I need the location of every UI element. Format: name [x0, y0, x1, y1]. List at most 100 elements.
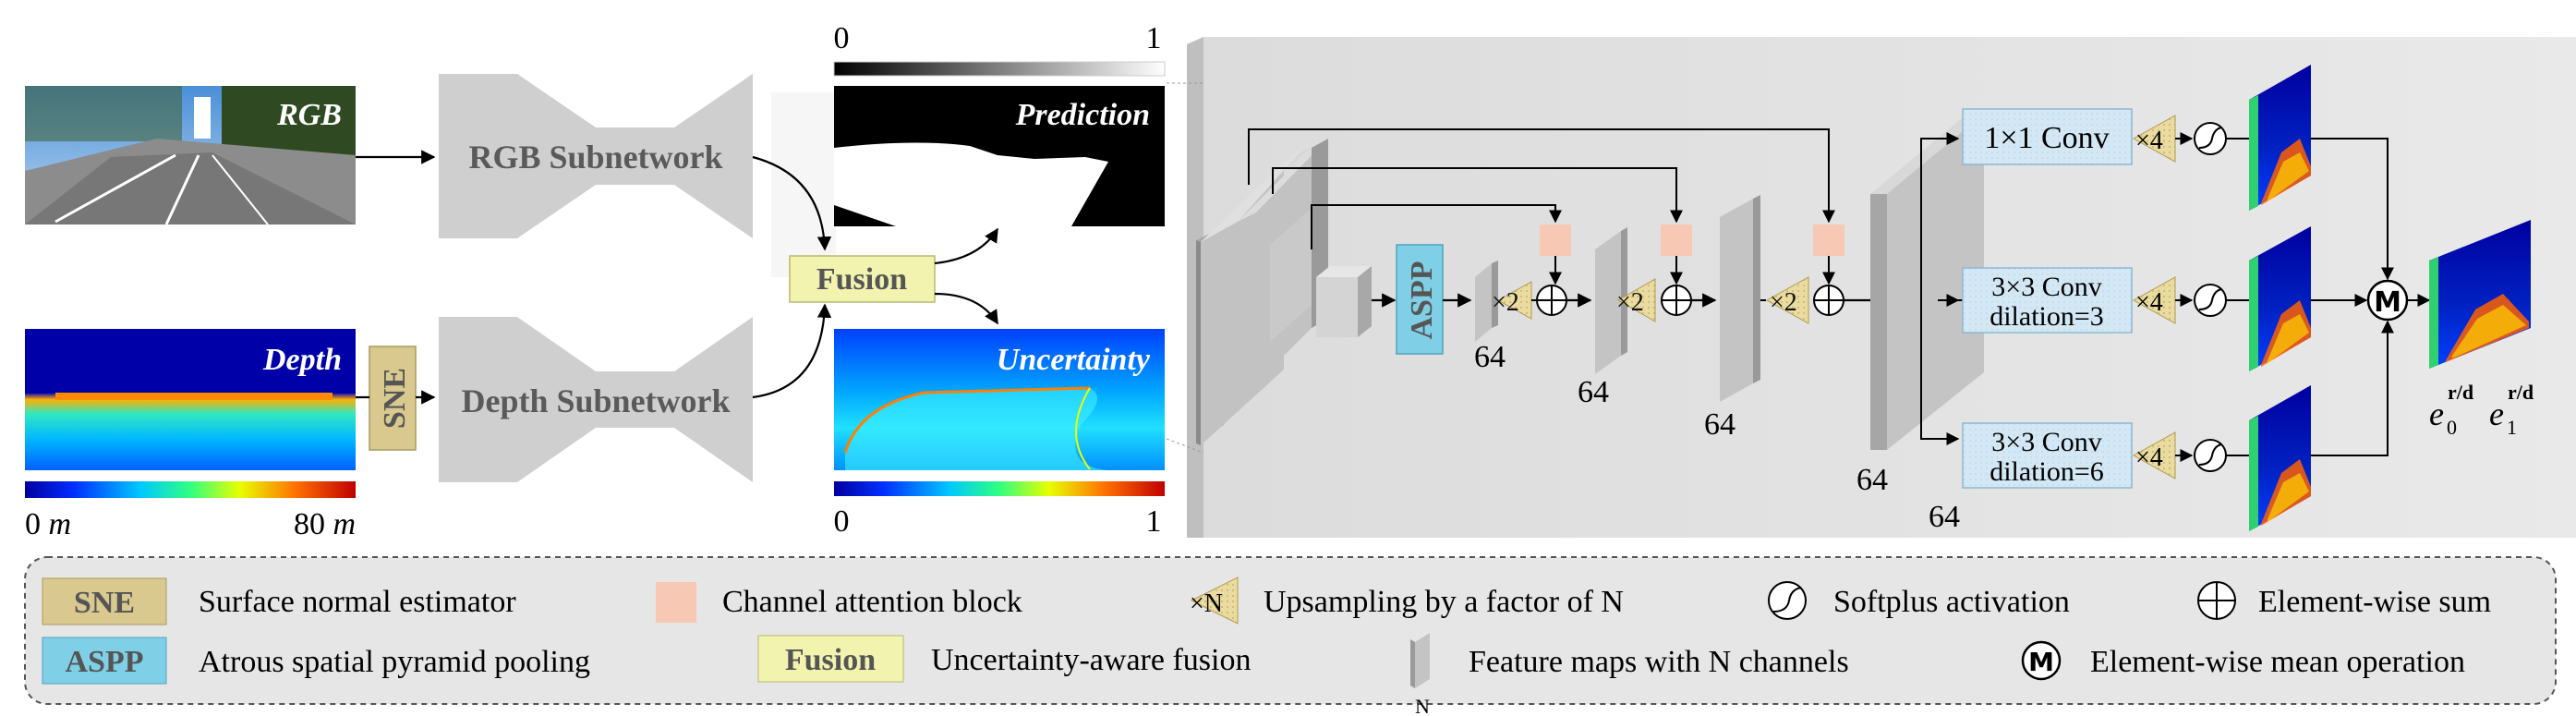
- svg-text:0: 0: [2447, 416, 2457, 439]
- legend-feature-map: N Feature maps with N channels: [1410, 633, 1849, 716]
- depth-scale-min: 0 m: [25, 507, 71, 541]
- uncertainty-scale-min: 0: [834, 504, 850, 539]
- channel-count: 64: [1856, 463, 1888, 497]
- encoder-feature-stack: [1270, 208, 1312, 342]
- svg-text:M: M: [2028, 647, 2054, 677]
- merge-lines: [2311, 138, 2394, 456]
- svg-text:Element-wise sum: Element-wise sum: [2258, 585, 2491, 619]
- prediction-image: Prediction: [834, 86, 1165, 226]
- head-row: ×4: [2132, 115, 2269, 163]
- skip-connections: [1248, 128, 1835, 249]
- uncertainty-scale-max: 1: [1146, 504, 1162, 539]
- head-row: ×4: [2132, 276, 2269, 324]
- svg-text:×4: ×4: [2135, 127, 2163, 155]
- legend: SNE Surface normal estimator Channel att…: [24, 556, 2557, 716]
- svg-text:×2: ×2: [1616, 288, 1644, 317]
- prediction-colorbar: [833, 61, 1166, 77]
- svg-text:M: M: [2374, 286, 2401, 319]
- rgb-input-image: RGB: [25, 86, 356, 225]
- fusion-block: Fusion: [789, 255, 936, 303]
- legend-upsample: ×N Upsampling by a factor of N: [1190, 576, 1624, 625]
- svg-text:r/d: r/d: [2448, 381, 2473, 404]
- svg-text:ASPP: ASPP: [1405, 261, 1439, 340]
- upsample-block: ×2: [1765, 276, 1809, 324]
- svg-text:Fusion: Fusion: [785, 643, 876, 677]
- legend-fusion: Fusion Uncertainty-aware fusion: [757, 635, 1251, 683]
- softplus-activation: [2194, 284, 2227, 317]
- svg-text:dilation=6: dilation=6: [1989, 456, 2104, 487]
- feature-map: [1475, 261, 1498, 342]
- depth-scale-max: 80 m: [294, 507, 356, 541]
- svg-text:Upsampling by a factor of N: Upsampling by a factor of N: [1264, 585, 1624, 619]
- depth-input-image: Depth: [25, 329, 356, 470]
- element-wise-sum: [1661, 285, 1692, 316]
- depth-label: Depth: [262, 343, 342, 377]
- feature-map: [1595, 227, 1627, 374]
- element-wise-sum: [1813, 285, 1844, 316]
- prediction-scale-max: 1: [1146, 21, 1162, 55]
- channel-count: 64: [1474, 340, 1506, 374]
- svg-text:×2: ×2: [1492, 288, 1519, 317]
- arrow: [752, 303, 832, 399]
- svg-text:3×3 Conv: 3×3 Conv: [1991, 427, 2101, 457]
- upsample-block: ×4: [2132, 115, 2176, 163]
- svg-text:3×3 Conv: 3×3 Conv: [1991, 272, 2101, 302]
- final-output-map: [2429, 220, 2531, 369]
- guide-line: [1166, 438, 1204, 454]
- conv-3x3-dilation-6: 3×3 Conv dilation=6: [1962, 422, 2133, 489]
- upsample-block: ×2: [1492, 281, 1532, 320]
- svg-text:SNE: SNE: [378, 368, 412, 429]
- head-output-map: [2249, 65, 2311, 211]
- svg-text:×N: ×N: [1190, 589, 1223, 618]
- channel-count: 64: [1704, 407, 1735, 442]
- arrow: [752, 155, 832, 251]
- svg-text:SNE: SNE: [74, 586, 135, 620]
- encoder-feature-stack: [1316, 266, 1372, 337]
- svg-text:Element-wise mean operation: Element-wise mean operation: [2090, 645, 2465, 679]
- softplus-activation: [2194, 439, 2227, 472]
- svg-text:×4: ×4: [2135, 443, 2163, 472]
- uncertainty-image: Uncertainty: [834, 329, 1165, 470]
- legend-aspp: ASPP Atrous spatial pyramid pooling: [42, 637, 590, 685]
- head-output-map: [2249, 385, 2311, 531]
- svg-text:1×1 Conv: 1×1 Conv: [1984, 121, 2109, 155]
- softplus-activation: [2194, 122, 2227, 155]
- legend-sne: SNE Surface normal estimator: [42, 577, 516, 625]
- svg-text:1: 1: [2507, 416, 2517, 439]
- element-wise-mean: M: [2366, 279, 2409, 322]
- svg-text:Feature maps with N channels: Feature maps with N channels: [1469, 645, 1849, 679]
- legend-softplus: Softplus activation: [1768, 581, 2070, 620]
- upsample-block: ×2: [1616, 278, 1656, 322]
- uncertainty-colorbar: [834, 481, 1165, 496]
- svg-text:dilation=3: dilation=3: [1989, 301, 2104, 332]
- prediction-scale-min: 0: [834, 21, 850, 55]
- wedge-highlight: [771, 92, 836, 277]
- legend-channel-attention: Channel attention block: [656, 582, 1022, 623]
- uncertainty-label: Uncertainty: [997, 343, 1151, 377]
- head-output-map: [2249, 226, 2311, 371]
- element-wise-sum: [1536, 285, 1567, 316]
- conv-1x1: 1×1 Conv: [1962, 108, 2133, 165]
- channel-attention-block: [1540, 225, 1571, 256]
- output-e1: e 1 r/d: [2489, 381, 2534, 439]
- rgb-label: RGB: [276, 98, 342, 132]
- channel-attention-block: [1661, 225, 1692, 256]
- svg-text:×2: ×2: [1770, 288, 1797, 317]
- channel-attention-block: [1813, 225, 1844, 256]
- arrow: [934, 292, 998, 325]
- svg-text:Fusion: Fusion: [816, 262, 907, 297]
- upsample-block: ×4: [2132, 276, 2176, 324]
- rgb-subnetwork: RGB Subnetwork: [439, 74, 753, 238]
- svg-text:×4: ×4: [2135, 288, 2163, 317]
- channel-count: 64: [1578, 375, 1609, 409]
- svg-text:Uncertainty-aware fusion: Uncertainty-aware fusion: [931, 643, 1251, 677]
- svg-text:Channel attention block: Channel attention block: [722, 585, 1022, 619]
- rgb-subnetwork-label: RGB Subnetwork: [468, 139, 722, 176]
- output-e0: e 0 r/d: [2429, 381, 2473, 439]
- channel-count: 64: [1929, 500, 1960, 534]
- legend-mean: M Element-wise mean operation: [2021, 640, 2465, 681]
- conv-3x3-dilation-3: 3×3 Conv dilation=3: [1962, 267, 2133, 334]
- svg-text:ASPP: ASPP: [66, 645, 144, 679]
- svg-text:r/d: r/d: [2508, 381, 2534, 404]
- svg-text:e: e: [2489, 395, 2504, 432]
